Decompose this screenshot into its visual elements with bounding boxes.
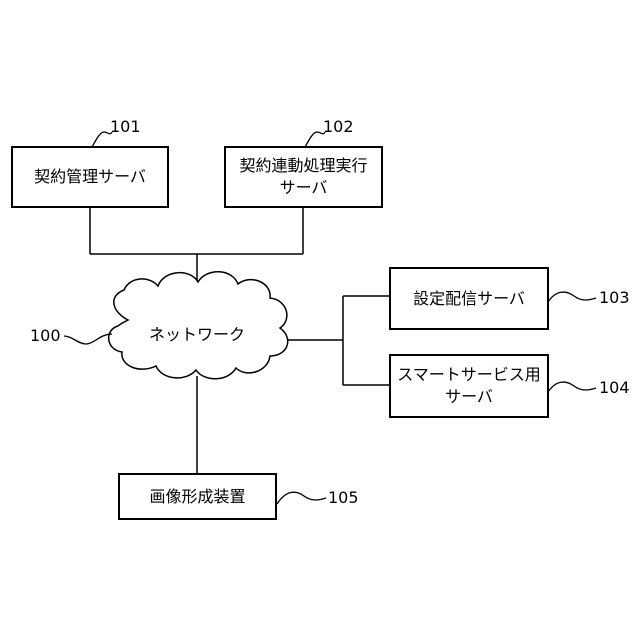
smart-service-server-label-line1: スマートサービス用 — [397, 364, 541, 386]
smart-service-server-label-line2: サーバ — [445, 386, 493, 408]
leader-102 — [305, 132, 325, 147]
ref-105: 105 — [328, 489, 359, 507]
ref-103: 103 — [599, 289, 630, 307]
contract-management-server-box: 契約管理サーバ — [11, 146, 169, 208]
ref-100: 100 — [30, 327, 61, 345]
config-distribution-server-box: 設定配信サーバ — [389, 267, 549, 330]
leader-101 — [92, 132, 112, 147]
leader-100 — [64, 334, 112, 344]
leader-103 — [548, 292, 596, 302]
network-label: ネットワーク — [149, 326, 245, 344]
leader-104 — [548, 382, 596, 392]
ref-104: 104 — [599, 379, 630, 397]
config-distribution-server-label: 設定配信サーバ — [413, 288, 525, 310]
image-forming-device-box: 画像形成装置 — [118, 473, 277, 520]
smart-service-server-box: スマートサービス用 サーバ — [389, 354, 549, 418]
ref-101: 101 — [110, 118, 141, 136]
leader-105 — [277, 492, 326, 504]
contract-management-server-label: 契約管理サーバ — [34, 166, 146, 188]
image-forming-device-label: 画像形成装置 — [149, 486, 245, 508]
contract-exec-server-box: 契約連動処理実行 サーバ — [224, 146, 383, 208]
ref-102: 102 — [323, 118, 354, 136]
contract-exec-server-label-line1: 契約連動処理実行 — [239, 155, 367, 177]
contract-exec-server-label-line2: サーバ — [280, 177, 328, 199]
